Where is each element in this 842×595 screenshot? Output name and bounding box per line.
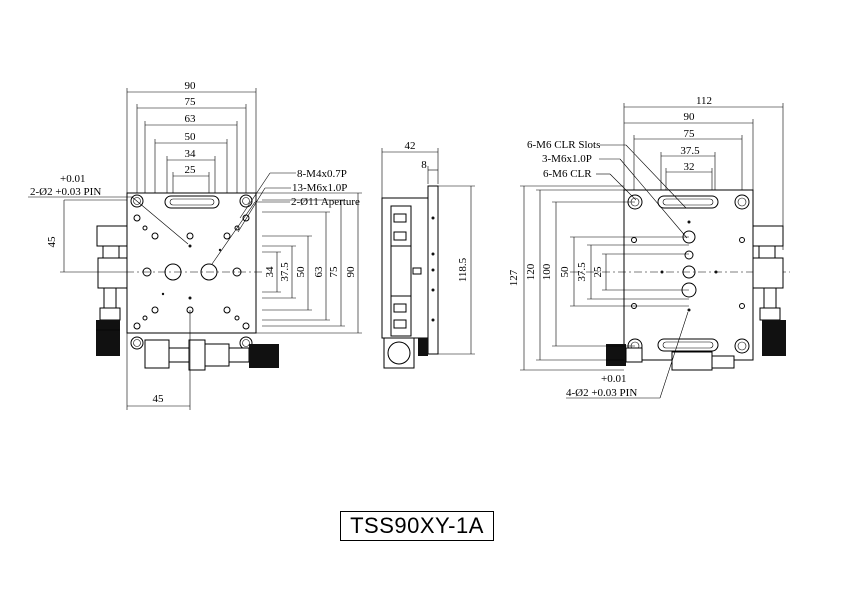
dim-rear-25: 25 [592,266,604,278]
note-m6x1: 3-M6x1.0P [542,153,592,165]
rear-view: 112 90 75 37.5 32 [508,95,790,399]
dim-top-90: 90 [185,80,197,92]
dim-top-34: 34 [185,148,197,160]
dim-top-25: 25 [185,164,197,176]
dim-rear-37-5: 37.5 [680,145,700,157]
dim-rear-37-5: 37.5 [576,262,588,282]
note-m4: 8-M4x0.7P [297,168,347,180]
note-m6-clr: 6-M6 CLR [543,168,592,180]
dim-right-50: 50 [295,266,307,278]
dim-top-50: 50 [185,131,197,143]
note-aperture: 2-Ø11 Aperture [291,196,360,208]
side-view: 42 8 118.5 [381,140,475,369]
dim-rear-120: 120 [525,263,537,280]
dim-rear-75: 75 [684,128,696,140]
dim-side-42: 42 [405,140,416,152]
dim-right-75: 75 [328,266,340,278]
model-title: TSS90XY-1A [350,513,484,538]
dim-top-63: 63 [185,113,197,125]
dim-rear-90: 90 [684,111,696,123]
rear-pin-tolerance: +0.01 [601,373,626,385]
dim-right-90: 90 [345,266,357,278]
dim-right-37-5: 37.5 [279,262,291,282]
model-title-box: TSS90XY-1A [340,511,494,541]
dim-rear-100: 100 [541,263,553,280]
front-view: 90 75 63 50 34 25 [28,80,362,410]
dim-side-118-5: 118.5 [457,257,469,282]
dim-bottom-45: 45 [153,393,165,405]
dim-rear-50: 50 [559,266,571,278]
rear-pin-label: 4-Ø2 +0.03 PIN [566,387,637,399]
note-m6-slots: 6-M6 CLR Slots [527,139,600,151]
dim-right-34: 34 [264,266,276,278]
dim-side-8: 8 [421,159,427,171]
dim-rear-112: 112 [696,95,712,107]
dim-rear-127: 127 [508,269,520,286]
note-m6: 13-M6x1.0P [292,182,347,194]
dim-left-45: 45 [46,236,58,248]
dim-right-63: 63 [313,266,325,278]
dim-top-75: 75 [185,96,197,108]
pin-label: 2-Ø2 +0.03 PIN [30,186,101,198]
pin-tolerance: +0.01 [60,173,85,185]
dim-rear-32: 32 [684,161,695,173]
